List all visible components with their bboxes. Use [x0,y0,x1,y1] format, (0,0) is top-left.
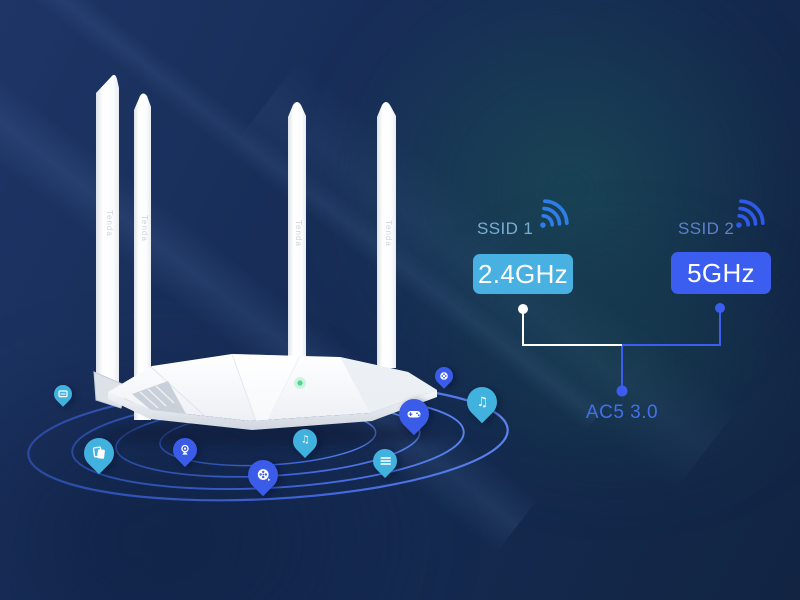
antenna-logo-text: Tenda Tenda Tenda Tenda [105,210,393,247]
film-reel-small-glyph [439,371,449,381]
svg-text:Tenda: Tenda [294,220,303,247]
wifi-icon [736,199,765,228]
svg-text:Tenda: Tenda [140,215,149,242]
music-note-glyph: ♫ [300,435,310,446]
layers-glyph [379,455,392,468]
wifi-icon [540,199,569,228]
ssid1-label: SSID 1 [477,219,534,238]
webcam-glyph [179,444,191,456]
band-24ghz-box: 2.4GHz [473,254,573,294]
tv-glyph [58,389,68,399]
status-led-core [297,380,303,386]
band-5ghz-box: 5GHz [671,252,771,294]
photos-glyph [92,446,106,460]
music-note-glyph: ♫ [476,394,488,410]
svg-text:Tenda: Tenda [384,220,393,247]
svg-text:Tenda: Tenda [105,210,114,237]
model-label: AC5 3.0 [585,402,659,423]
film-reel-glyph [256,468,271,483]
gamepad-glyph [406,406,422,422]
